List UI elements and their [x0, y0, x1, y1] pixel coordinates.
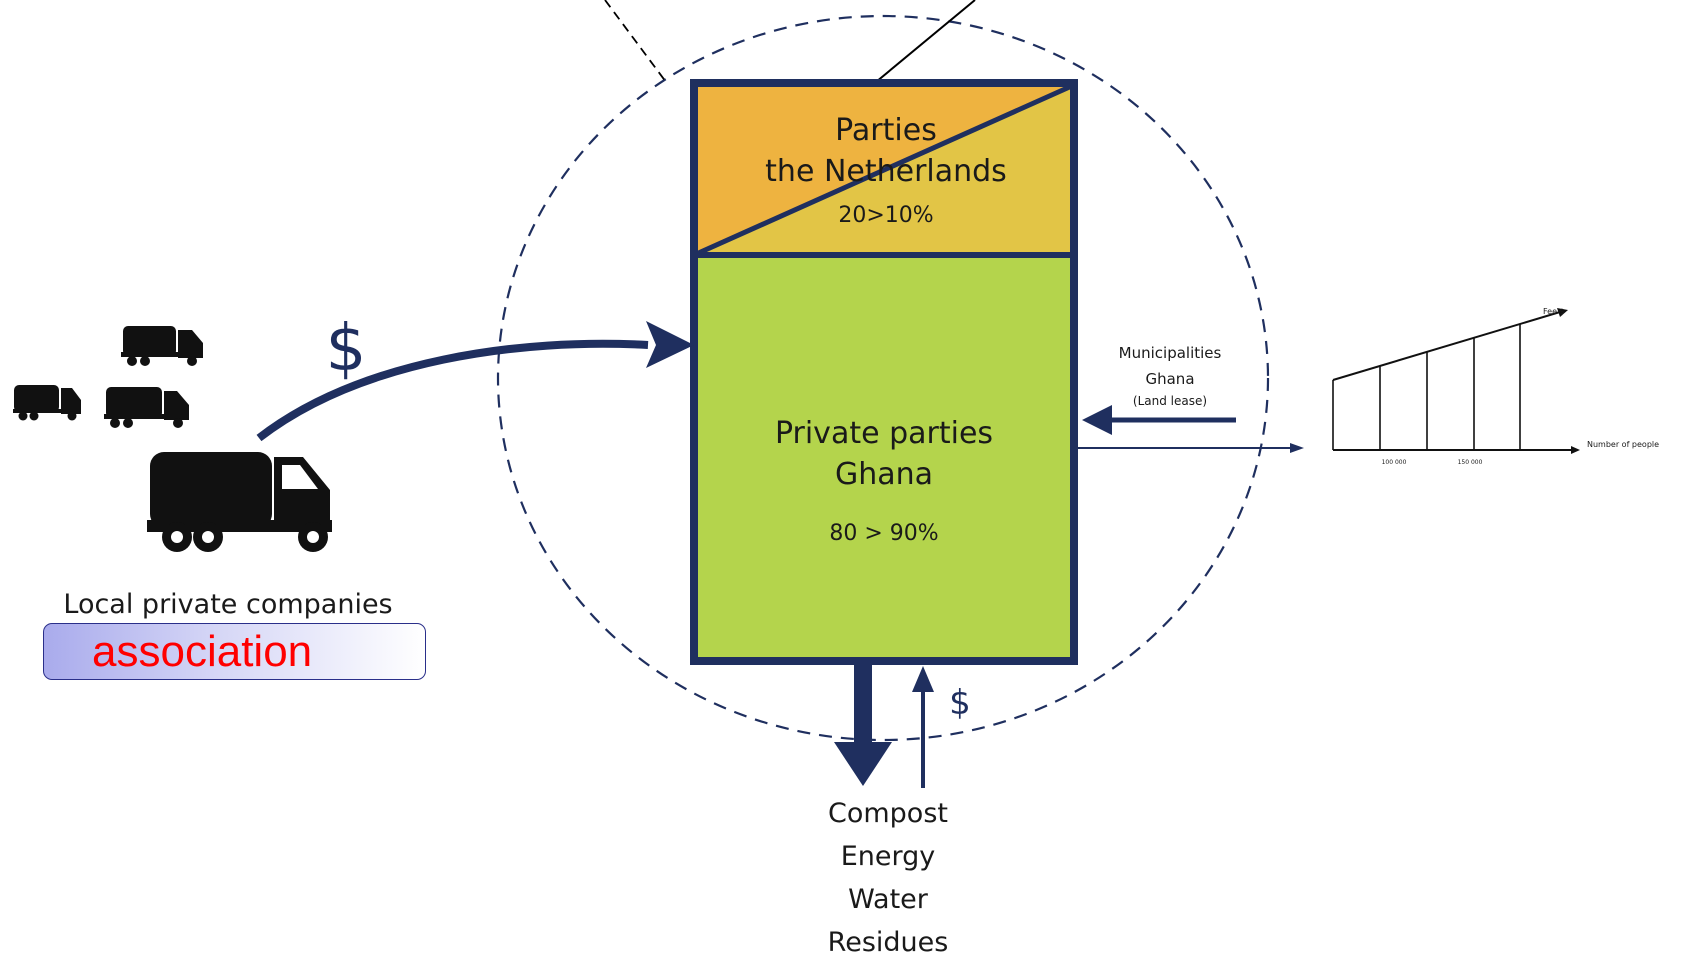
- fee-chart-x-axis-arrowhead: [1571, 446, 1580, 454]
- truck-icon-small-middle: [104, 387, 189, 428]
- municipalities-label-line1: Municipalities: [1119, 344, 1222, 362]
- municipalities-label-line3: (Land lease): [1133, 394, 1207, 408]
- netherlands-share: 20>10%: [838, 203, 933, 228]
- truck-icon-small-top: [121, 326, 203, 366]
- output-arrow-shaft: [854, 665, 872, 745]
- truck-icon-large: [147, 452, 332, 552]
- fee-chart-tick-label: 150 000: [1458, 459, 1483, 466]
- center-box-frame: [690, 79, 1078, 665]
- fee-chart: [1332, 308, 1580, 454]
- local-private-companies-label: Local private companies: [63, 589, 392, 620]
- fee-chart-tick-label: 100 000: [1382, 459, 1407, 466]
- land-lease-arrowhead: [1082, 405, 1112, 435]
- ghana-share: 80 > 90%: [829, 521, 938, 546]
- output-compost: Compost: [828, 798, 948, 829]
- output-residues: Residues: [828, 927, 949, 958]
- system-boundary-circle: [496, 14, 1270, 742]
- dashed-connector-line: [604, 0, 667, 83]
- ghana-title-line2: Ghana: [835, 457, 933, 492]
- center-box: [690, 79, 1078, 665]
- payment-flow-arrow: [256, 339, 649, 442]
- association-badge: association: [43, 623, 426, 680]
- payment-dollar-sign: $: [326, 312, 367, 386]
- output-energy: Energy: [841, 841, 936, 872]
- fee-chart-ylabel: Fee $: [1543, 307, 1565, 316]
- return-dollar-sign: $: [949, 683, 971, 723]
- municipalities-label-line2: Ghana: [1145, 370, 1194, 388]
- return-payment-arrowhead: [912, 666, 934, 692]
- payment-flow-arrowhead: [646, 321, 694, 368]
- diagonal-split-line: [692, 82, 1076, 258]
- ghana-title-line1: Private parties: [775, 416, 993, 451]
- output-water: Water: [848, 884, 929, 915]
- private-parties-panel: [694, 255, 1074, 660]
- truck-icon-small-left: [13, 385, 81, 421]
- netherlands-title-line1: Parties: [835, 113, 937, 148]
- solid-connector-line: [875, 0, 976, 83]
- output-arrowhead: [834, 742, 892, 786]
- netherlands-title-line2: the Netherlands: [765, 154, 1007, 189]
- association-label: association: [92, 627, 313, 676]
- fee-chart-slope-line: [1332, 311, 1561, 381]
- fee-chart-xlabel: Number of people: [1587, 440, 1659, 449]
- fee-link-arrowhead: [1290, 443, 1304, 453]
- fee-chart-slope-arrowhead: [1557, 308, 1568, 317]
